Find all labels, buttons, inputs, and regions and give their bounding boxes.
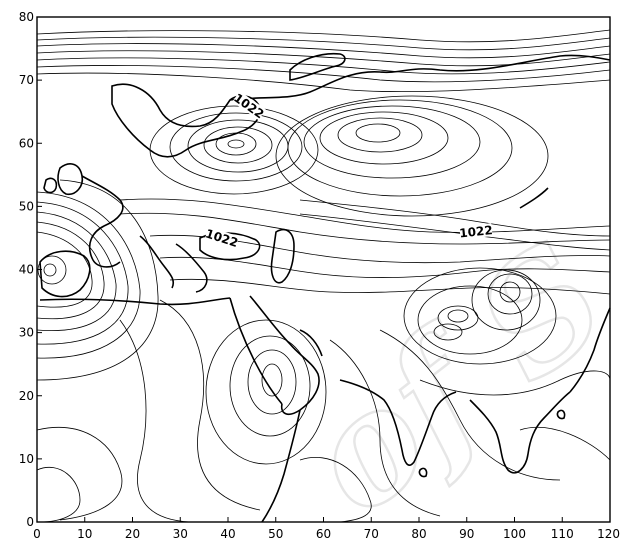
y-tick-label: 60 — [19, 136, 34, 150]
x-tick-label: 20 — [125, 527, 140, 541]
x-axis: 0 10 20 30 40 50 60 70 80 90 100 110 120 — [33, 517, 620, 541]
x-tick-label: 120 — [597, 527, 620, 541]
x-tick-label: 80 — [411, 527, 426, 541]
isobars-arctic — [36, 29, 611, 93]
x-tick-label: 70 — [364, 527, 379, 541]
x-tick-label: 0 — [33, 527, 41, 541]
x-tick-label: 30 — [173, 527, 188, 541]
y-tick-label: 30 — [19, 326, 34, 340]
isobars-tibet — [403, 267, 557, 365]
isobars-southern — [36, 299, 611, 523]
x-tick-label: 100 — [503, 527, 526, 541]
y-tick-label: 80 — [19, 10, 34, 24]
watermark-text: of S — [274, 210, 625, 549]
isobars-high-scandinavia — [149, 105, 319, 195]
y-tick-label: 70 — [19, 73, 34, 87]
contour-label-text: 1022 — [459, 223, 494, 240]
contour-label-background — [459, 223, 493, 240]
y-axis: 0 10 20 30 40 50 60 70 80 — [19, 10, 42, 529]
x-tick-label: 50 — [268, 527, 283, 541]
x-tick-label: 60 — [316, 527, 331, 541]
y-tick-label: 20 — [19, 389, 34, 403]
isobars-high-siberia — [275, 95, 611, 251]
contour-label-text: 1022 — [204, 226, 240, 250]
contour-label-background — [204, 226, 240, 249]
x-tick-label: 40 — [220, 527, 235, 541]
y-tick-label: 40 — [19, 263, 34, 277]
x-tick-label: 110 — [551, 527, 574, 541]
isobars-atlantic — [36, 179, 159, 381]
contour-label-background — [232, 91, 266, 121]
y-tick-label: 10 — [19, 452, 34, 466]
contour-label: 1022 — [204, 226, 240, 250]
y-tick-label: 0 — [26, 515, 34, 529]
y-tick-label: 50 — [19, 199, 34, 213]
x-tick-label: 90 — [459, 527, 474, 541]
contour-label: 1022 — [459, 223, 494, 240]
x-tick-label: 10 — [77, 527, 92, 541]
